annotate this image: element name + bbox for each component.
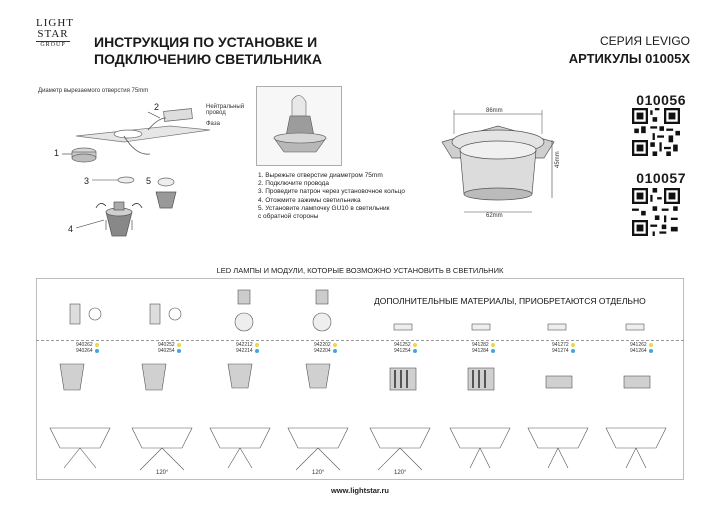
beam-angle-1: 120° (156, 470, 169, 476)
step-4: 4. Отожмите зажимы светильника (258, 196, 361, 204)
product-code-2: 010057 (636, 170, 686, 186)
additional-materials-title: ДОПОЛНИТЕЛЬНЫЕ МАТЕРИАЛЫ, ПРИОБРЕТАЮТСЯ … (374, 296, 646, 306)
installation-diagram (62, 108, 211, 237)
product-illustration (256, 86, 342, 166)
lamp-drawings (49, 363, 667, 471)
lamp-code-b: 942204 (314, 348, 331, 354)
neutral-wire-label: Нейтральный провод (206, 104, 245, 116)
website-link[interactable]: www.lightstar.ru (330, 486, 390, 495)
lamp-code-b: 942214 (236, 348, 253, 354)
step-1: 1. Вырежьте отверстие диаметром 75mm (258, 172, 383, 179)
beam-angle-2: 120° (312, 470, 325, 476)
marker-2: 2 (154, 102, 160, 112)
install-steps: 1. Вырежьте отверстие диаметром 75mm 2. … (258, 172, 408, 221)
step-5-cont: с обратной стороны (258, 213, 319, 221)
brand-logo: LIGHT STAR GROUP (36, 17, 74, 48)
lamps-panel (36, 278, 684, 480)
logo-line-3: GROUP (36, 41, 70, 48)
lamp-code-b: 941274 (552, 348, 569, 354)
lamp-code-a: 942202 (314, 342, 331, 348)
series-label: СЕРИЯ LEVIGO (600, 34, 690, 48)
logo-line-1: LIGHT (36, 17, 74, 29)
lamps-section-title: LED ЛАМПЫ И МОДУЛИ, КОТОРЫЕ ВОЗМОЖНО УСТ… (216, 266, 504, 275)
lamp-code-a: 941262 (630, 342, 647, 348)
phase-wire-label: Фаза (206, 121, 220, 127)
lamp-code-a: 942212 (236, 342, 253, 348)
dimension-top: 86mm (486, 108, 503, 114)
beam-angle-3: 120° (394, 470, 407, 476)
lamp-code-b: 941254 (394, 348, 411, 354)
panel-divider (36, 340, 684, 341)
lamp-code-a: 941282 (472, 342, 489, 348)
lamp-code-a: 941252 (394, 342, 411, 348)
title-line-1: ИНСТРУКЦИЯ ПО УСТАНОВКЕ И (94, 34, 318, 50)
lamp-code-a: 941272 (552, 342, 569, 348)
lamp-code-a: 940262 (76, 342, 93, 348)
step-2: 2. Подключите провода (258, 180, 329, 188)
marker-3: 3 (84, 176, 90, 186)
product-code-1: 010056 (636, 92, 686, 108)
title-line-2: ПОДКЛЮЧЕНИЮ СВЕТИЛЬНИКА (94, 51, 322, 67)
dimension-height: 45mm (555, 151, 561, 168)
marker-4: 4 (68, 224, 74, 234)
articles-label: АРТИКУЛЫ 01005X (568, 51, 690, 66)
logo-line-2: STAR (37, 28, 69, 40)
lamp-code-b: 941264 (630, 348, 647, 354)
qr-code-icon (632, 188, 680, 236)
page-title: ИНСТРУКЦИЯ ПО УСТАНОВКЕ И ПОДКЛЮЧЕНИЮ СВ… (94, 34, 354, 68)
step-5: 5. Установите лампочку GU10 в светильник (258, 204, 390, 212)
step-3: 3. Проведите патрон через установочное к… (258, 188, 406, 196)
lamp-code-b: 940254 (158, 348, 175, 354)
lamp-code-b: 940264 (76, 348, 93, 354)
marker-5: 5 (146, 176, 152, 186)
accessory-row (69, 289, 645, 332)
dimension-bottom: 62mm (486, 213, 503, 219)
dimension-drawing (441, 110, 555, 213)
hole-diameter-note: Диаметр вырезаемого отверстия 75mm (38, 88, 149, 94)
marker-1: 1 (54, 148, 60, 158)
lamp-code-b: 941284 (472, 348, 489, 354)
qr-code-icon (632, 108, 680, 156)
lamp-code-a: 940252 (158, 342, 175, 348)
